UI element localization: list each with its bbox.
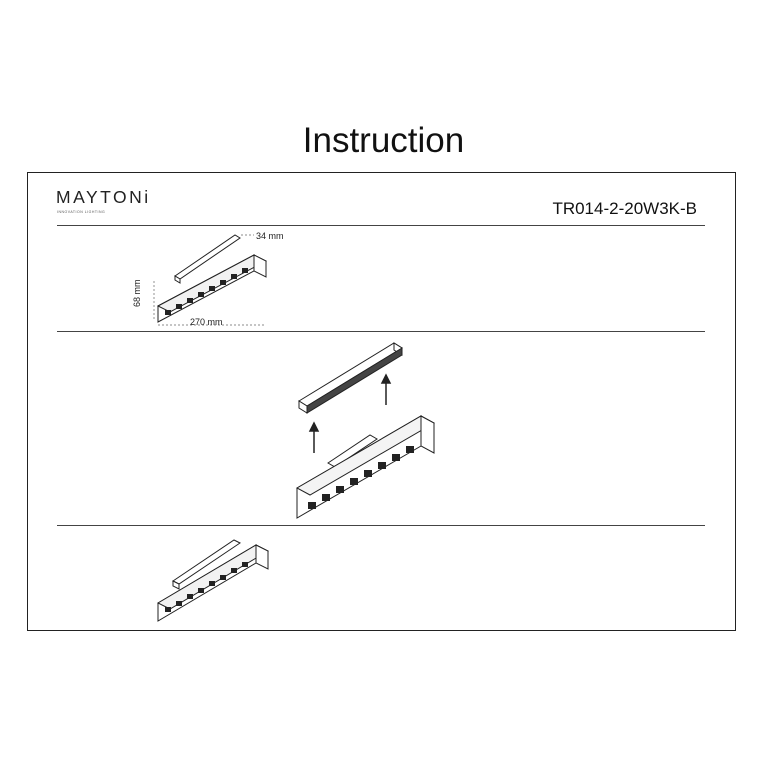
brand-tagline: INNOVATION LIGHTING bbox=[57, 210, 106, 214]
arrow-icon bbox=[308, 373, 392, 453]
section-divider-2 bbox=[57, 525, 705, 526]
brand-logo: MAYTONi bbox=[56, 187, 151, 207]
instruction-sheet: MAYTONi INNOVATION LIGHTING TR014-2-20W3… bbox=[27, 172, 736, 631]
section-divider-1 bbox=[57, 331, 705, 332]
led-cells-1 bbox=[165, 268, 248, 315]
led-cells-2 bbox=[308, 446, 414, 509]
mounting-drawing bbox=[295, 342, 436, 519]
depth-label: 34 mm bbox=[256, 231, 284, 241]
length-label: 270 mm bbox=[190, 317, 223, 327]
header-divider bbox=[57, 225, 705, 226]
installed-drawing bbox=[156, 539, 270, 622]
page-title: Instruction bbox=[302, 121, 465, 160]
model-code: TR014-2-20W3K-B bbox=[552, 199, 697, 218]
dimension-drawing bbox=[153, 234, 268, 326]
led-cells-3 bbox=[165, 562, 248, 612]
